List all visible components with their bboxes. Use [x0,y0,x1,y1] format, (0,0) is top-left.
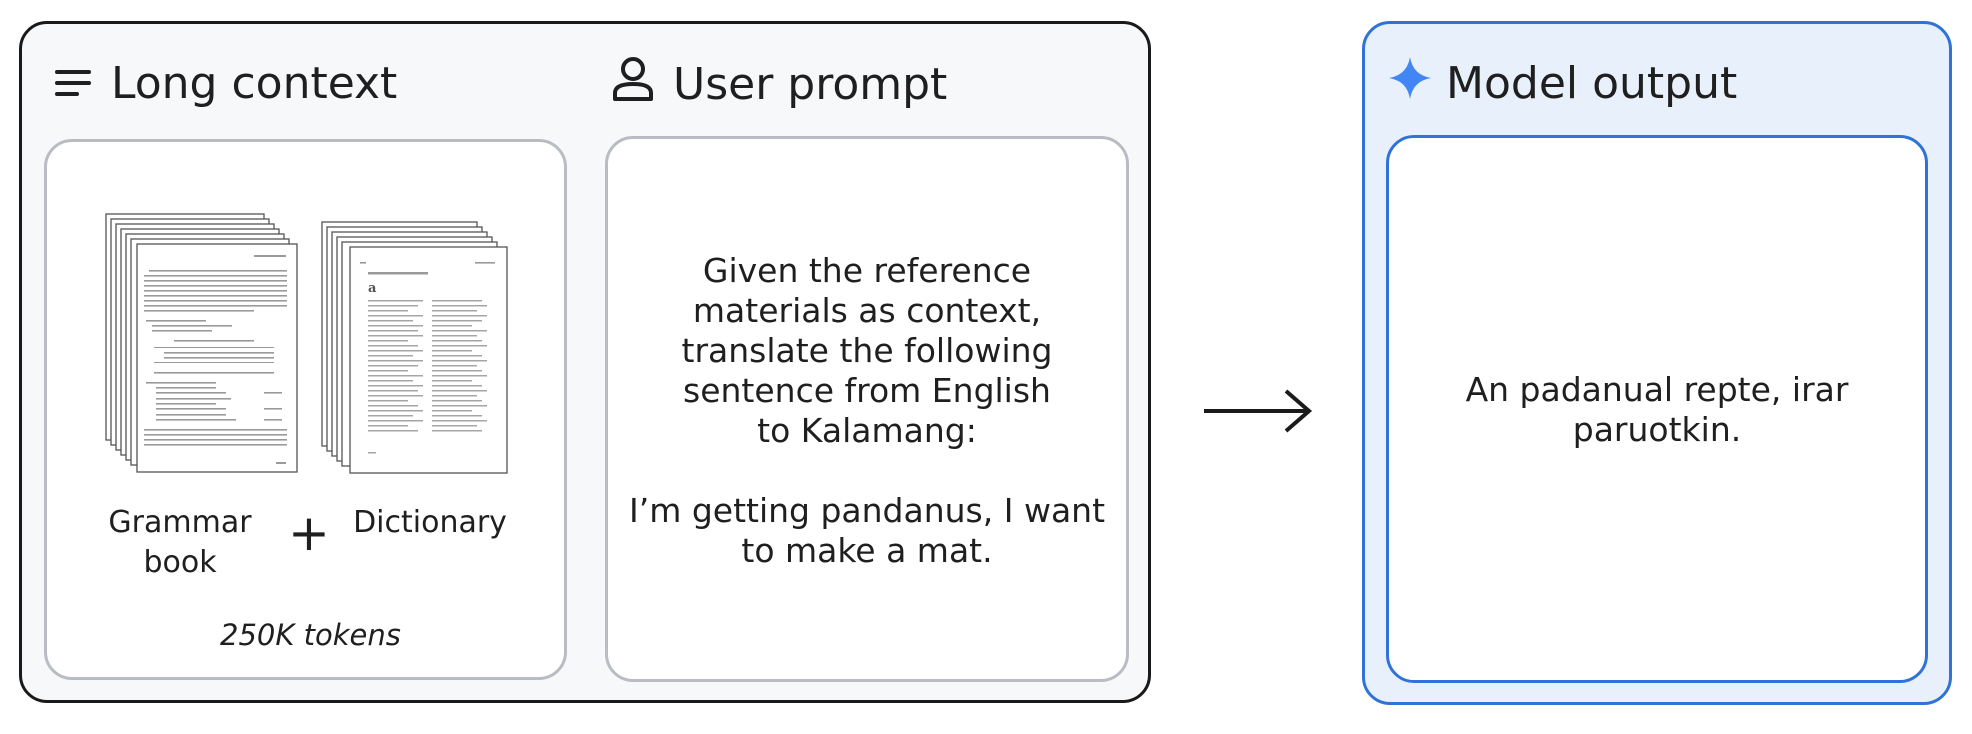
model-output-header: Model output [1388,56,1737,111]
prompt-instruction: Given the reference materials as context… [608,251,1126,451]
long-context-header: Long context [55,58,397,109]
sparkle-icon [1388,56,1432,111]
user-prompt-header: User prompt [611,56,947,113]
user-prompt-title: User prompt [673,59,948,110]
token-count: 250K tokens [220,618,401,652]
svg-text:a: a [368,281,377,296]
sentence-line: to make a mat. [741,531,993,570]
user-prompt-card [605,136,1129,682]
dictionary-label: Dictionary [353,505,507,540]
grammar-book-icon [104,212,300,478]
prompt-line: translate the following [681,331,1053,370]
model-output-text: An padanual repte, irar paruotkin. [1390,370,1924,450]
right-arrow-icon [1202,386,1314,440]
sentence-line: I’m getting pandanus, I want [628,491,1106,530]
plus-sign: + [288,504,330,562]
prompt-line: sentence from English [683,371,1051,410]
output-line: An padanual repte, irar [1465,370,1849,409]
model-output-card [1386,135,1928,683]
grammar-label-line-1: Grammar [108,505,252,540]
model-output-title: Model output [1446,58,1738,109]
dictionary-icon: a [320,220,510,480]
output-line: paruotkin. [1572,410,1742,449]
grammar-book-label: Grammar book [100,503,260,583]
prompt-line: materials as context, [692,291,1042,330]
grammar-label-line-2: book [143,545,217,580]
lines-icon [55,58,93,109]
prompt-sentence: I’m getting pandanus, I want to make a m… [608,491,1126,571]
prompt-line: to Kalamang: [757,411,977,450]
prompt-line: Given the reference [702,251,1032,290]
person-icon [611,56,655,113]
long-context-title: Long context [111,58,398,109]
